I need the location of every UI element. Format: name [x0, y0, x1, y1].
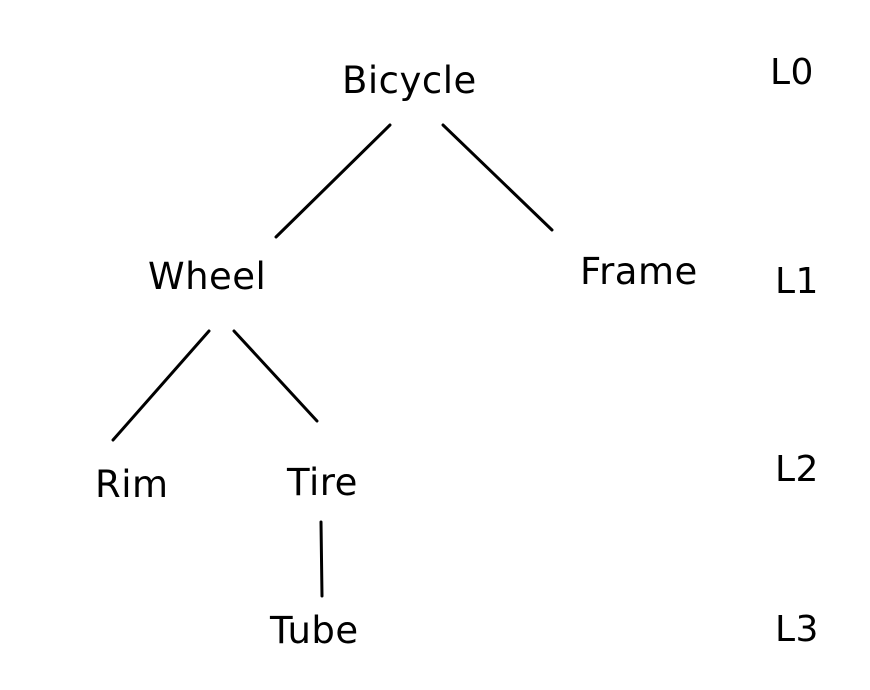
- node-tire[interactable]: Tire: [287, 461, 358, 504]
- level-label-l0: L0: [770, 52, 814, 93]
- edge-tire-tube: [319, 520, 324, 598]
- level-label-l3: L3: [775, 609, 819, 650]
- node-wheel[interactable]: Wheel: [148, 255, 267, 298]
- node-bicycle[interactable]: Bicycle: [342, 59, 477, 102]
- edge-wheel-tire: [232, 329, 319, 423]
- node-tube[interactable]: Tube: [270, 609, 359, 652]
- level-label-l2: L2: [775, 449, 819, 490]
- node-rim[interactable]: Rim: [95, 463, 169, 506]
- node-frame[interactable]: Frame: [580, 250, 698, 293]
- edge-bicycle-frame: [441, 123, 554, 232]
- edge-bicycle-wheel: [274, 123, 392, 239]
- level-label-l1: L1: [775, 261, 819, 302]
- edge-wheel-rim: [111, 329, 211, 442]
